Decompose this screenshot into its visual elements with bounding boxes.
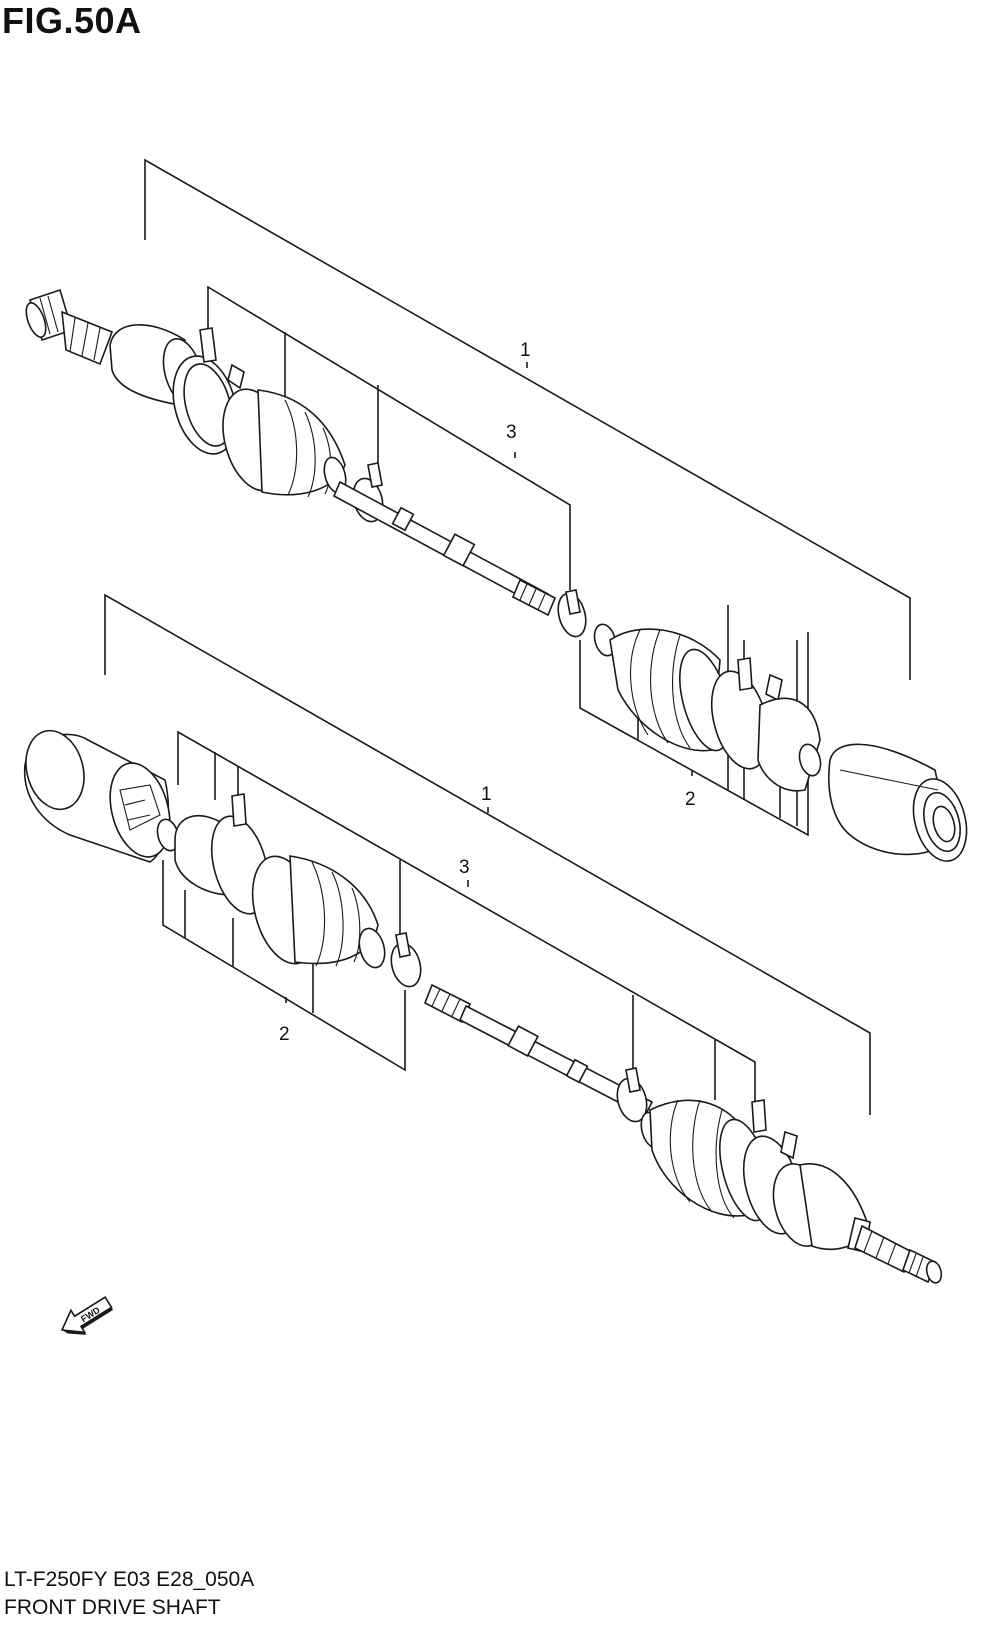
model-code: LT-F250FY E03 E28_050A (4, 1568, 255, 1591)
upper-inner-cv-joint (828, 743, 968, 862)
lower-inner-boot (251, 855, 386, 969)
lower-inner-small-clamp (390, 932, 422, 988)
upper-outer-large-clamp (172, 327, 245, 455)
upper-assembly-callout: 1 (520, 340, 531, 361)
lower-outer-small-clamp (616, 1067, 648, 1123)
lower-drive-shaft (423, 983, 654, 1118)
upper-shaft-callout: 3 (506, 422, 517, 443)
upper-inner-large-clamp (710, 657, 783, 770)
upper-assembly-bracket (144, 158, 911, 680)
upper-inner-circlip (798, 743, 822, 777)
lower-inner-cv-joint (23, 729, 171, 863)
upper-outer-spline (25, 288, 114, 366)
lower-assembly-bracket (104, 593, 871, 1115)
upper-inner-small-clamp (557, 589, 587, 638)
upper-outer-boot (222, 388, 347, 498)
upper-shaft-bracket (207, 285, 571, 590)
lower-assembly-callout: 1 (481, 784, 492, 805)
lower-drive-shaft-assembly: 1 3 2 (23, 593, 943, 1284)
fwd-arrow-icon: FWD (60, 1296, 114, 1335)
figure-name: FRONT DRIVE SHAFT (4, 1596, 221, 1619)
lower-outer-cv-joint (772, 1163, 871, 1253)
lower-boot-set-callout: 2 (279, 1024, 290, 1045)
lower-shaft-bracket (177, 730, 756, 1110)
lower-boot-set-bracket (162, 860, 406, 1072)
lower-shaft-callout: 3 (459, 857, 470, 878)
lower-outer-spline (854, 1224, 943, 1284)
upper-drive-shaft-assembly: 1 3 2 (25, 158, 968, 862)
upper-drive-shaft (332, 480, 557, 617)
upper-boot-set-callout: 2 (685, 789, 696, 810)
figure-title: FIG.50A (2, 0, 142, 41)
